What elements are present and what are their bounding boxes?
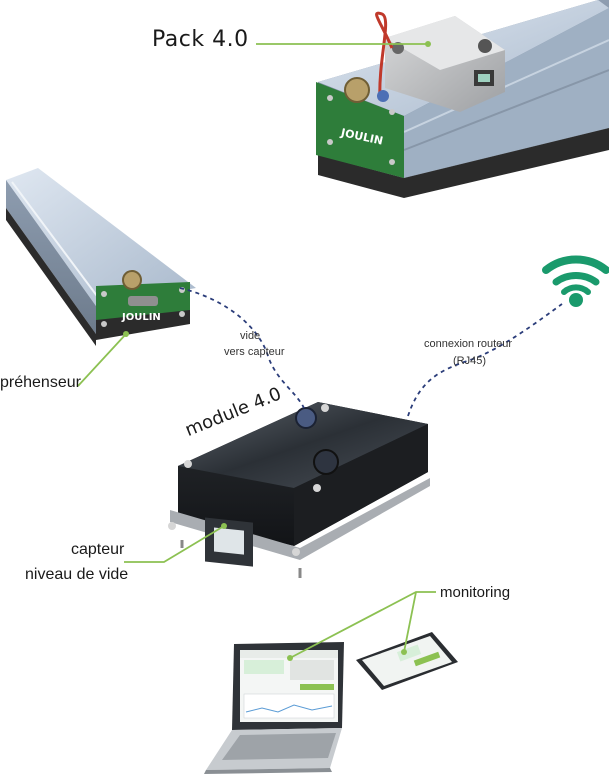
vers-capteur-label: vers capteur [224,346,285,358]
monitoring-leader-phone [403,591,417,653]
smartphone [356,632,458,690]
pack-module-box [385,16,505,112]
prehenseur-leader-line [77,333,127,387]
capteur-leader-line [124,525,225,563]
pack-vacuum-hose [375,11,394,101]
module-body [168,402,430,578]
monitoring-label: monitoring [440,584,511,601]
pack-leader-dot [425,41,431,47]
pack-blue-fitting [377,90,389,102]
niveau-de-vide-label: niveau de vide [25,566,129,583]
monitoring-leader-dot-laptop [287,655,293,661]
monitoring-leader-dot-phone [401,649,407,655]
laptop [204,642,344,774]
vide-label: vide [240,330,261,342]
vacuum-link-line [179,287,305,409]
prehenseur-leader-dot [123,331,129,337]
prehenseur-label: préhenseur [0,374,81,391]
connexion-routeur-label: connexion routeur [424,338,513,350]
capteur-label: capteur [71,541,125,558]
pack-label: Pack 4.0 [152,27,249,52]
rj45-label: (RJ45) [453,355,487,367]
prehenseur-pcb-endplate: JOULIN [96,270,190,340]
prehenseur-logo-text: JOULIN [121,312,161,323]
capteur-leader-dot [221,523,227,529]
pack-fitting [344,77,370,103]
pack-pcb-endplate: JOULIN [316,82,404,178]
wifi-icon [542,255,609,307]
prehenseur-rail [6,168,196,346]
